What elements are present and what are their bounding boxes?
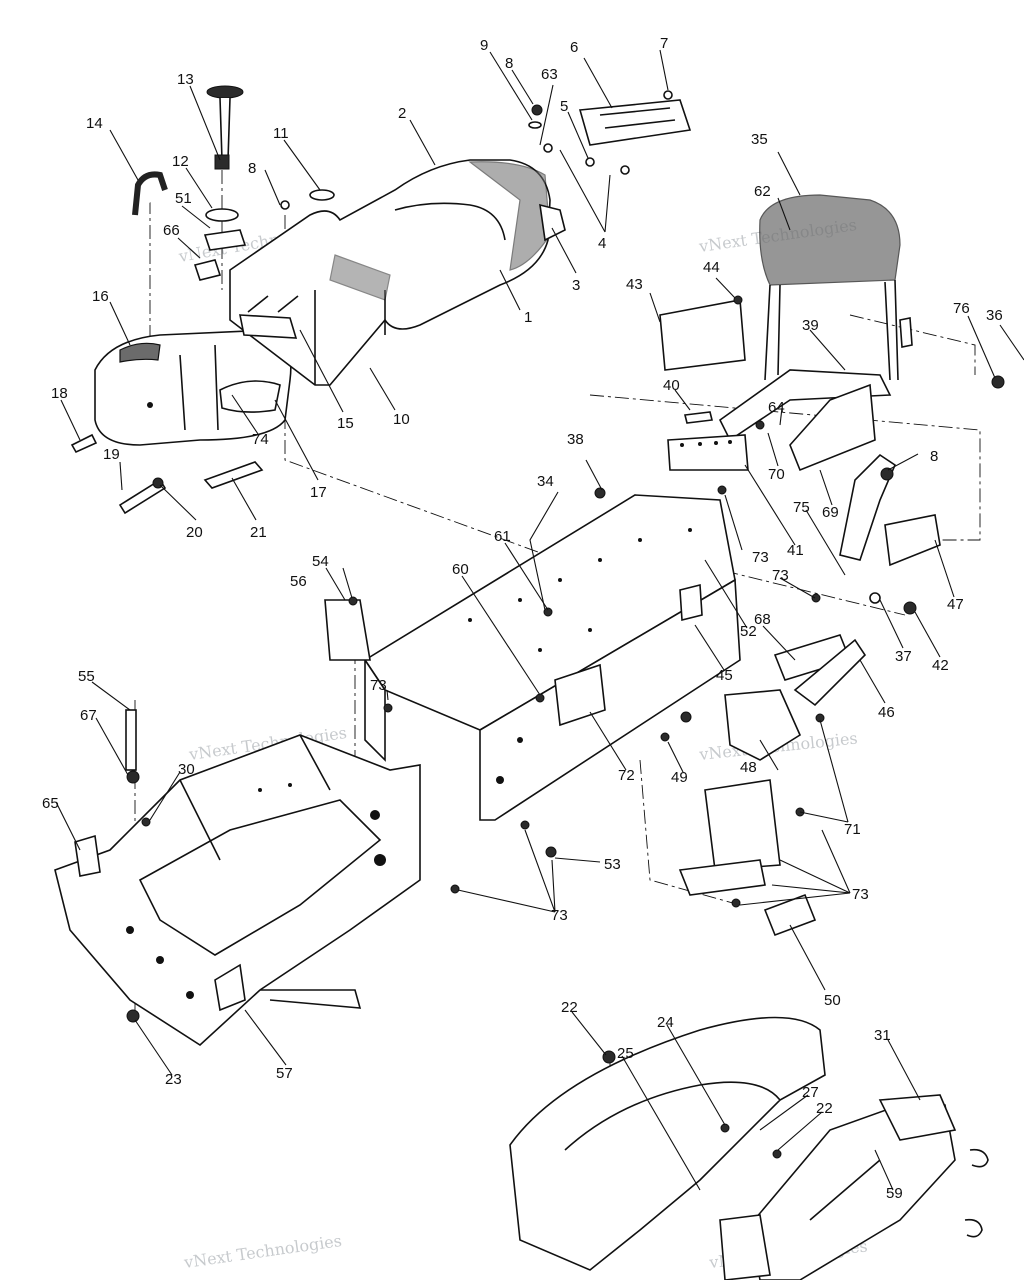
backrest [659, 194, 1005, 615]
side-brackets [450, 593, 867, 937]
label-73-bottom: 73 [551, 907, 568, 924]
label-62: 62 [754, 183, 771, 200]
lower-cover [509, 1016, 989, 1280]
label-19: 19 [103, 446, 120, 463]
label-70: 70 [768, 466, 785, 483]
label-71: 71 [844, 821, 861, 838]
label-36: 36 [986, 307, 1003, 324]
vent-hose [132, 171, 168, 216]
label-17: 17 [310, 484, 327, 501]
label-56: 56 [290, 573, 307, 590]
label-42: 42 [932, 657, 949, 674]
label-11: 11 [273, 125, 289, 142]
label-65: 65 [42, 795, 59, 812]
label-50: 50 [824, 992, 841, 1009]
label-8-rack: 8 [930, 448, 938, 465]
label-61: 61 [494, 528, 511, 545]
label-74: 74 [252, 431, 269, 448]
label-53: 53 [604, 856, 621, 873]
label-30: 30 [178, 761, 195, 778]
label-38: 38 [567, 431, 584, 448]
label-55: 55 [78, 668, 95, 685]
label-14: 14 [86, 115, 103, 132]
label-3: 3 [572, 277, 580, 294]
label-23: 23 [165, 1071, 182, 1088]
seat-hardware [280, 90, 692, 242]
label-73-rack: 73 [752, 549, 769, 566]
front-body [54, 596, 421, 1047]
label-25: 25 [617, 1045, 634, 1062]
label-43: 43 [626, 276, 643, 293]
tank-strap [203, 461, 264, 489]
label-72: 72 [618, 767, 635, 784]
label-16: 16 [92, 288, 109, 305]
label-59: 59 [886, 1185, 903, 1202]
label-35: 35 [751, 131, 768, 148]
label-22-left: 22 [561, 999, 578, 1016]
label-18: 18 [51, 385, 68, 402]
label-5: 5 [560, 98, 568, 115]
label-10: 10 [393, 411, 410, 428]
label-52: 52 [740, 623, 757, 640]
label-21: 21 [250, 524, 267, 541]
label-9: 9 [480, 37, 488, 54]
label-34: 34 [537, 473, 554, 490]
part-labels: 1 2 3 4 5 6 7 8 8 8 9 10 11 12 13 14 15 … [42, 35, 1003, 1202]
label-60: 60 [452, 561, 469, 578]
label-4: 4 [598, 235, 606, 252]
fuel-gauge [193, 85, 247, 281]
label-40: 40 [663, 377, 680, 394]
label-75: 75 [793, 499, 810, 516]
seat [229, 159, 551, 386]
label-67: 67 [80, 707, 97, 724]
label-73-front: 73 [370, 677, 387, 694]
label-31: 31 [874, 1027, 891, 1044]
label-54: 54 [312, 553, 329, 570]
label-73-bracket: 73 [772, 567, 789, 584]
label-48: 48 [740, 759, 757, 776]
label-6: 6 [570, 39, 578, 56]
label-13: 13 [177, 71, 194, 88]
label-44: 44 [703, 259, 720, 276]
label-39: 39 [802, 317, 819, 334]
fuel-tank [94, 329, 292, 446]
label-46: 46 [878, 704, 895, 721]
label-15: 15 [337, 415, 354, 432]
label-45: 45 [716, 667, 733, 684]
label-2: 2 [398, 105, 406, 122]
label-20: 20 [186, 524, 203, 541]
label-64: 64 [768, 399, 785, 416]
label-73-right: 73 [852, 886, 869, 903]
label-7: 7 [660, 35, 668, 52]
label-66: 66 [163, 222, 180, 239]
label-49: 49 [671, 769, 688, 786]
watermark-5: vNext Technologies [182, 1231, 343, 1272]
label-8-seat: 8 [505, 55, 513, 72]
label-76: 76 [953, 300, 970, 317]
label-37: 37 [895, 648, 912, 665]
label-22-right: 22 [816, 1100, 833, 1117]
label-51: 51 [175, 190, 192, 207]
label-63: 63 [541, 66, 558, 83]
label-41: 41 [787, 542, 804, 559]
label-47: 47 [947, 596, 964, 613]
label-68: 68 [754, 611, 771, 628]
label-1: 1 [524, 309, 532, 326]
label-12: 12 [172, 153, 189, 170]
label-24: 24 [657, 1014, 674, 1031]
label-8-tank: 8 [248, 160, 256, 177]
main-frame [363, 485, 741, 821]
label-57: 57 [276, 1065, 293, 1082]
label-27: 27 [802, 1084, 819, 1101]
leader-lines [55, 49, 1024, 1191]
label-69: 69 [822, 504, 839, 521]
